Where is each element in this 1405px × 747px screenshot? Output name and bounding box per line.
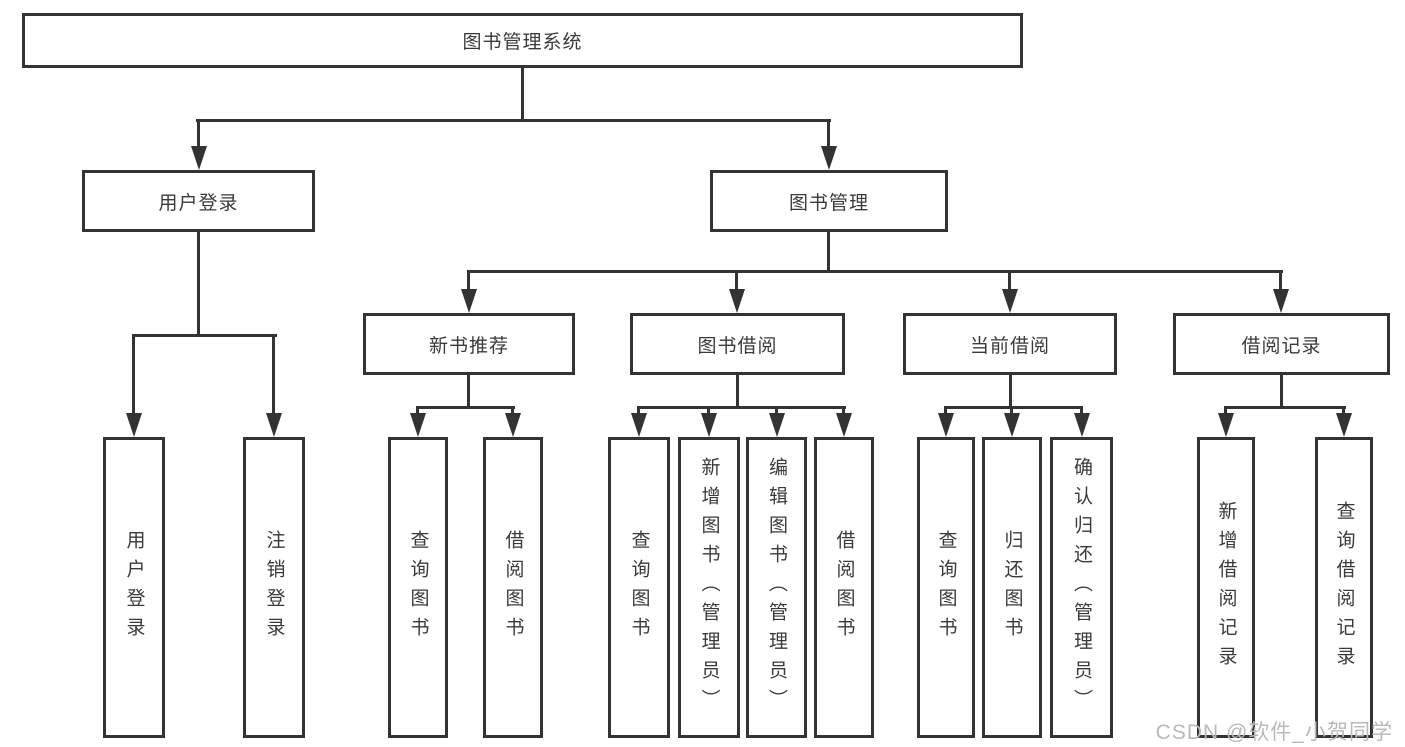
connector-vline (827, 232, 830, 273)
connector-hline (1224, 406, 1346, 409)
node-nbr-query-books: 查询图书 (388, 437, 448, 738)
leaf-label: 新增借阅记录 (1215, 500, 1237, 675)
connector-arrow (1003, 406, 1020, 437)
leaf-label: 查询图书 (935, 529, 957, 646)
node-book-management: 图书管理 (710, 170, 948, 232)
connector-arrow (630, 406, 647, 437)
connector-hline (416, 406, 515, 409)
connector-vline (467, 375, 470, 408)
node-leaf-logout: 注销登录 (243, 437, 305, 738)
connector-arrow (937, 406, 954, 437)
connector-vline (521, 68, 524, 121)
connector-hline (196, 119, 831, 122)
node-current-borrowing: 当前借阅 (903, 313, 1117, 375)
connector-hline (467, 270, 1283, 273)
connector-arrow (190, 119, 207, 170)
node-br-add-record: 新增借阅记录 (1197, 437, 1255, 738)
connector-arrow (504, 406, 521, 437)
node-bb-borrow-books: 借阅图书 (814, 437, 874, 738)
connector-arrow (409, 406, 426, 437)
leaf-label: 新增图书（管理员） (698, 457, 720, 718)
connector-arrow (820, 119, 837, 170)
connector-arrow (460, 270, 477, 313)
connector-arrow (1001, 270, 1018, 313)
leaf-label: 查询图书 (628, 529, 650, 646)
leaf-label: 查询图书 (407, 529, 429, 646)
leaf-label: 编辑图书（管理员） (766, 457, 787, 718)
node-bb-query-books: 查询图书 (608, 437, 670, 738)
connector-hline (132, 334, 277, 337)
connector-arrow (265, 334, 282, 437)
connector-arrow (125, 334, 142, 437)
connector-arrow (768, 406, 785, 437)
node-br-query-record: 查询借阅记录 (1315, 437, 1373, 738)
connector-arrow (1272, 270, 1289, 313)
connector-arrow (1217, 406, 1234, 437)
connector-vline (1009, 375, 1012, 408)
connector-hline (944, 406, 1083, 409)
leaf-label: 注销登录 (263, 529, 285, 646)
connector-arrow (728, 270, 745, 313)
node-bb-add-books: 新增图书（管理员） (678, 437, 740, 738)
connector-vline (1280, 375, 1283, 408)
connector-arrow (1073, 406, 1090, 437)
leaf-label: 确认归还（管理员） (1071, 457, 1092, 718)
node-cb-return-books: 归还图书 (982, 437, 1042, 738)
node-user-login: 用户登录 (82, 170, 315, 232)
connector-hline (637, 406, 846, 409)
node-system: 图书管理系统 (22, 13, 1023, 68)
leaf-label: 用户登录 (123, 529, 145, 646)
node-borrowing-records: 借阅记录 (1173, 313, 1390, 375)
node-nbr-borrow-books: 借阅图书 (483, 437, 543, 738)
node-cb-query-books: 查询图书 (917, 437, 975, 738)
leaf-label: 查询借阅记录 (1333, 500, 1355, 675)
node-bb-edit-books: 编辑图书（管理员） (746, 437, 807, 738)
node-cb-confirm-return: 确认归还（管理员） (1050, 437, 1113, 738)
leaf-label: 归还图书 (1001, 529, 1023, 646)
connector-arrow (835, 406, 852, 437)
connector-vline (197, 232, 200, 337)
node-leaf-user-login: 用户登录 (103, 437, 165, 738)
leaf-label: 借阅图书 (833, 529, 855, 646)
watermark: CSDN @软件_小贺同学 (1155, 721, 1393, 744)
connector-arrow (1335, 406, 1352, 437)
node-book-borrowing: 图书借阅 (630, 313, 845, 375)
node-new-book-recommendation: 新书推荐 (363, 313, 575, 375)
leaf-label: 借阅图书 (502, 529, 524, 646)
connector-arrow (700, 406, 717, 437)
connector-vline (736, 375, 739, 408)
